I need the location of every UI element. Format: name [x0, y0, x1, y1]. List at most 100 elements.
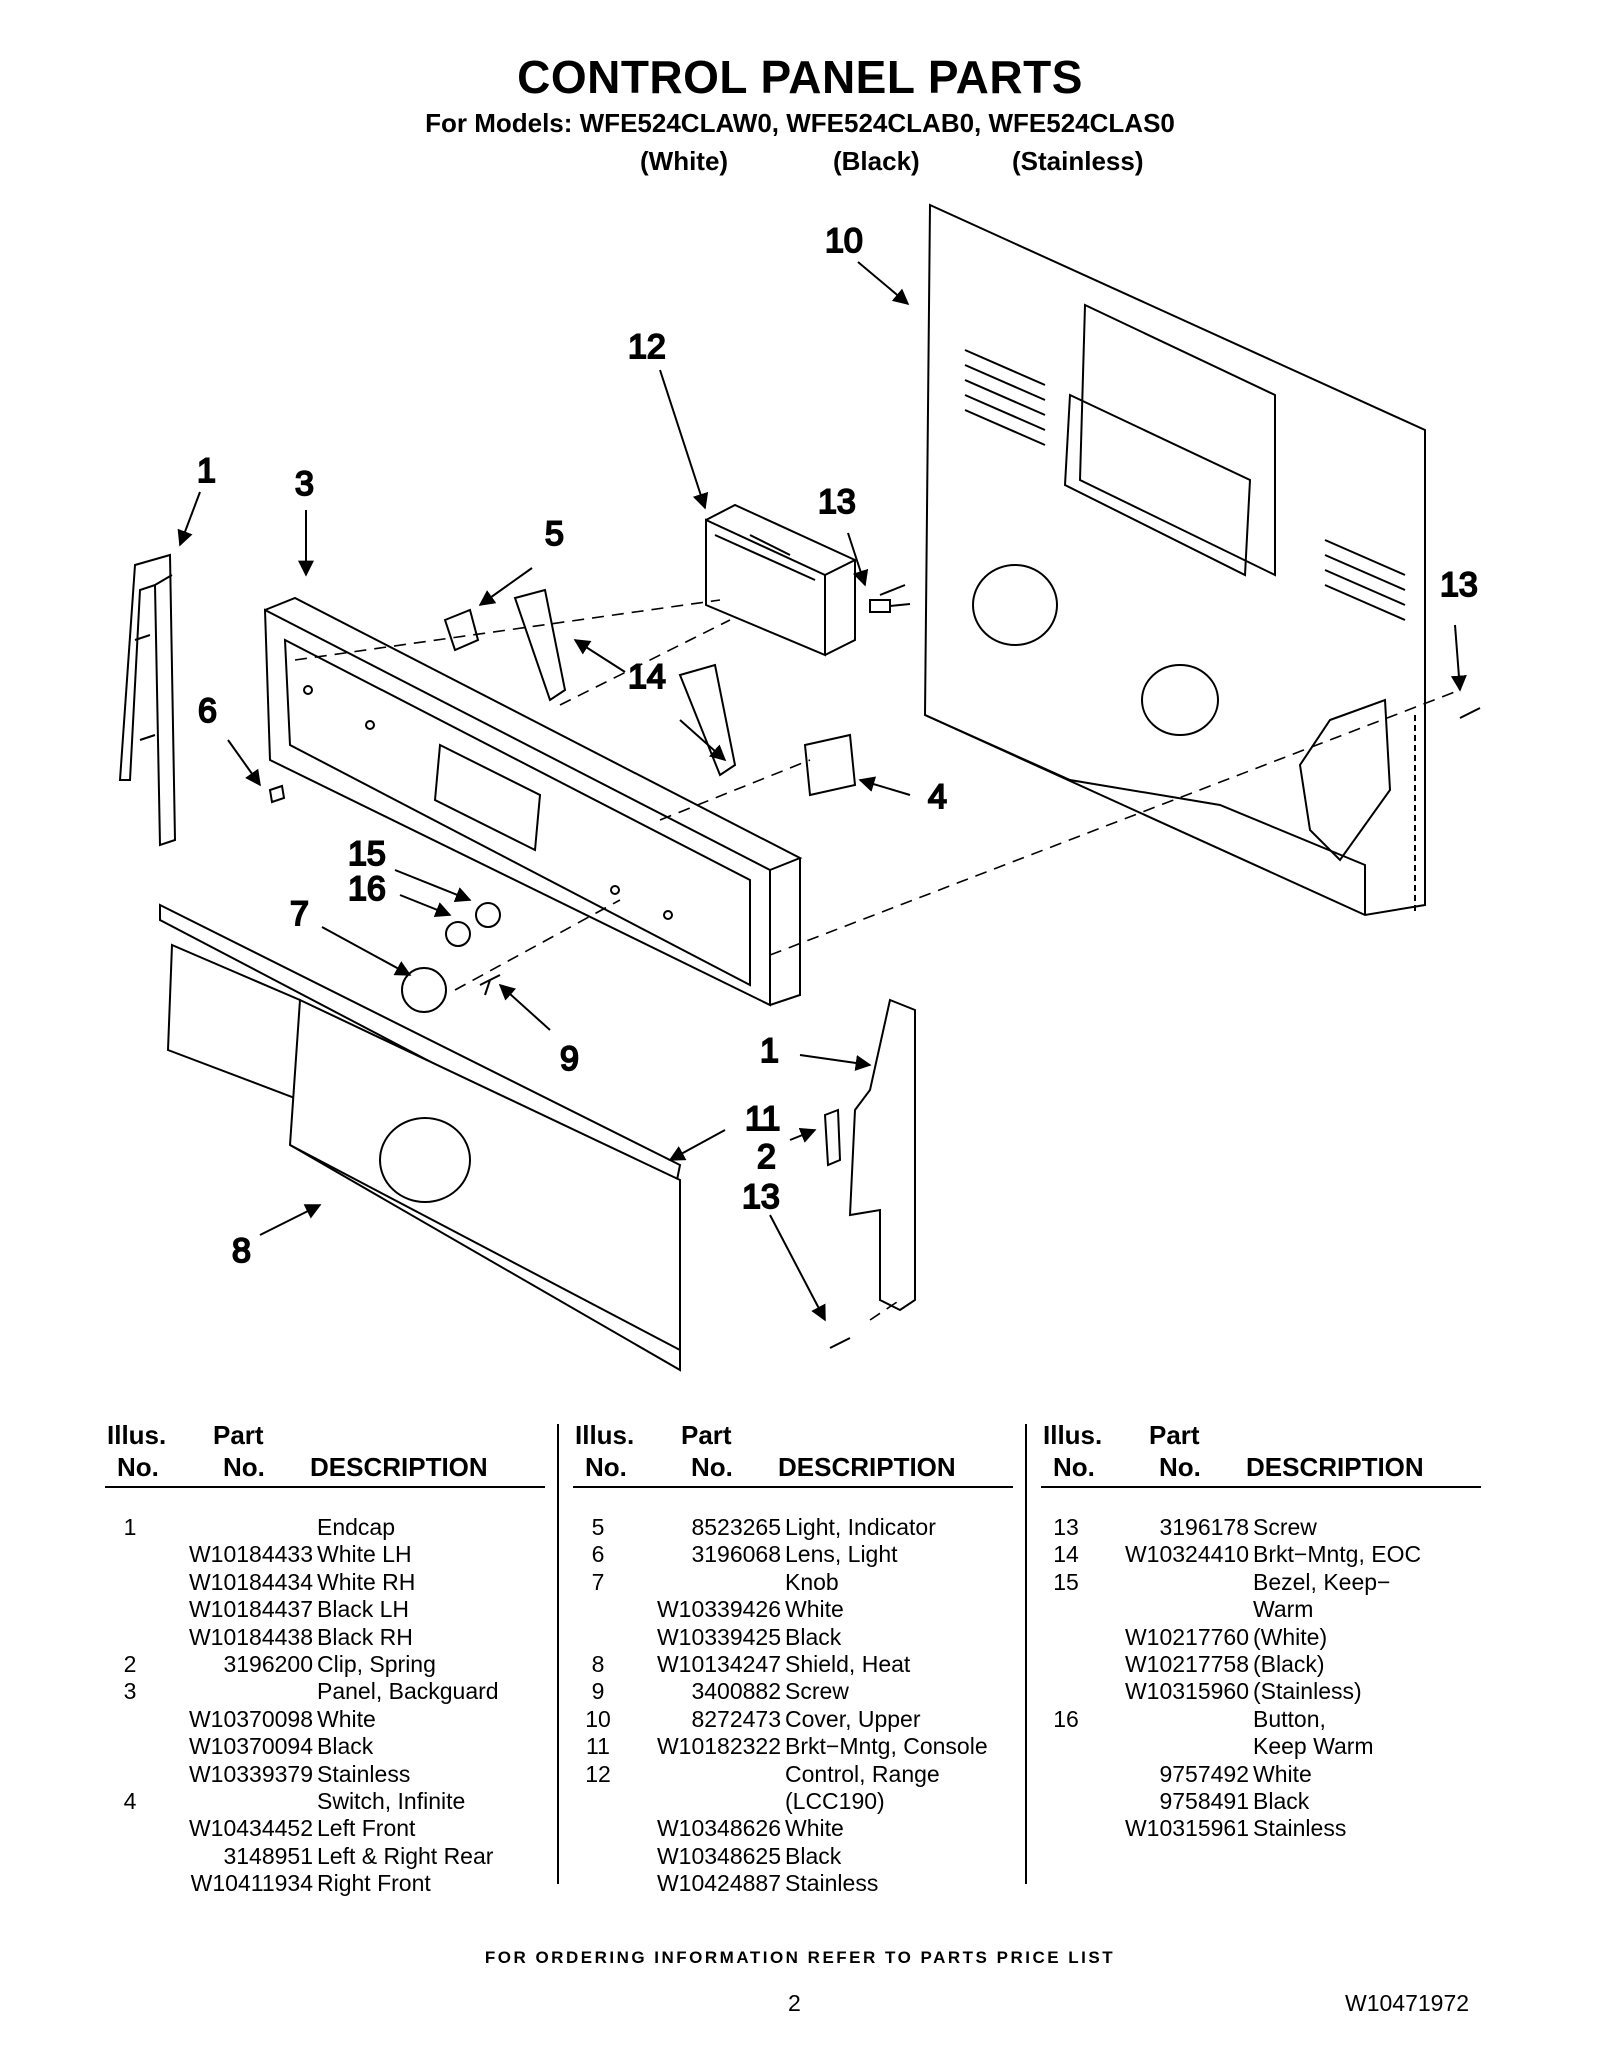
callout-13-top: 13 — [818, 483, 856, 521]
part-number: W10348626 — [656, 1815, 781, 1842]
illus-number: 12 — [585, 1760, 611, 1787]
illus-number: 4 — [123, 1787, 137, 1814]
ordering-note: FOR ORDERING INFORMATION REFER TO PARTS … — [484, 1948, 1116, 1967]
callout-13-bottom: 13 — [742, 1178, 780, 1216]
part-description: Clip, Spring — [317, 1650, 436, 1677]
document-id: W10471972 — [1345, 1990, 1470, 2016]
part-description: Left & Right Rear — [317, 1842, 494, 1869]
part-description: White — [785, 1596, 844, 1623]
part-number: W10184438 — [188, 1623, 313, 1650]
part-description: Brkt−Mntg, EOC — [1253, 1541, 1422, 1568]
table-header: Illus. No. Part No. DESCRIPTION — [1041, 1418, 1481, 1488]
page-number: 2 — [788, 1990, 801, 2016]
exploded-parts-diagram: 10 12 1 3 13 5 13 14 6 4 15 16 7 9 1 11 … — [118, 203, 1481, 1372]
part-description: Left Front — [317, 1815, 416, 1842]
part-description: Black RH — [317, 1623, 413, 1650]
description-header: DESCRIPTION — [1246, 1452, 1424, 1482]
endcap-left-part — [118, 553, 177, 847]
part-description: Endcap — [317, 1514, 396, 1540]
part-number: 8523265 — [691, 1514, 781, 1540]
illus-no-header: No. — [117, 1452, 159, 1482]
callout-11: 11 — [745, 1100, 780, 1138]
backguard-panel-part — [263, 596, 803, 1007]
part-number: W10324410 — [1124, 1541, 1249, 1568]
table-row: Keep Warm — [1041, 1733, 1481, 1760]
part-number: 3148951 — [223, 1842, 313, 1869]
part-description: Control, Range — [785, 1760, 940, 1787]
range-control-part — [705, 503, 911, 657]
part-description: Knob — [785, 1568, 839, 1595]
callout-5: 5 — [545, 515, 564, 553]
part-description: (Black) — [1253, 1650, 1325, 1677]
part-header: Part — [213, 1420, 264, 1450]
part-description: Black — [785, 1842, 842, 1869]
part-number: 3196200 — [223, 1650, 313, 1677]
illus-number: 3 — [123, 1678, 137, 1705]
variant-black-label: (Black) — [833, 146, 920, 176]
part-description: White RH — [317, 1568, 416, 1595]
part-number: 3196178 — [1159, 1514, 1249, 1540]
callout-1-left: 1 — [197, 452, 216, 490]
part-description: Screw — [1253, 1514, 1317, 1540]
callout-3: 3 — [295, 465, 314, 503]
callout-7: 7 — [290, 895, 309, 933]
part-description: Screw — [785, 1678, 849, 1705]
table-row: (LCC190) — [573, 1788, 1013, 1815]
part-description: Stainless — [317, 1760, 411, 1787]
variant-white-label: (White) — [640, 146, 729, 176]
part-number: W10434452 — [188, 1815, 313, 1842]
console-bracket-part — [159, 903, 682, 1372]
part-number: W10339426 — [656, 1596, 781, 1623]
part-description: Keep Warm — [1253, 1733, 1374, 1760]
part-number: W10411934 — [190, 1870, 313, 1897]
part-number: 3196068 — [691, 1541, 781, 1568]
part-number: W10315960 — [1124, 1678, 1249, 1705]
illus-number: 8 — [591, 1650, 605, 1677]
part-description: Black — [1253, 1787, 1310, 1814]
part-number: W10370098 — [188, 1705, 313, 1732]
part-number: W10134247 — [656, 1650, 781, 1677]
table-row: W10217758(Black) — [1041, 1651, 1481, 1678]
part-description: Bezel, Keep− — [1253, 1568, 1391, 1595]
part-number: W10184433 — [188, 1541, 313, 1568]
illus-number: 16 — [1053, 1705, 1079, 1732]
callout-13-right: 13 — [1440, 566, 1478, 604]
part-description: Warm — [1253, 1596, 1314, 1623]
table-row: 1 Endcap — [105, 1514, 545, 1541]
part-description: (LCC190) — [785, 1787, 885, 1814]
callout-2: 2 — [757, 1138, 776, 1176]
models-subtitle: For Models: WFE524CLAW0, WFE524CLAB0, WF… — [425, 108, 1175, 138]
part-description: Black — [317, 1733, 374, 1760]
part-no-header: No. — [1159, 1452, 1201, 1482]
part-description: Light, Indicator — [785, 1514, 936, 1540]
part-number: W10184437 — [188, 1596, 313, 1623]
assembly-guide-lines — [294, 599, 1461, 1321]
part-number: W10339425 — [656, 1623, 781, 1650]
part-no-header: No. — [691, 1452, 733, 1482]
illus-header: Illus. — [1043, 1420, 1103, 1450]
part-description: White — [1253, 1760, 1312, 1787]
part-description: (Stainless) — [1253, 1678, 1362, 1705]
part-description: White — [317, 1705, 376, 1732]
illus-number: 1 — [123, 1514, 137, 1540]
callout-4: 4 — [928, 778, 947, 816]
